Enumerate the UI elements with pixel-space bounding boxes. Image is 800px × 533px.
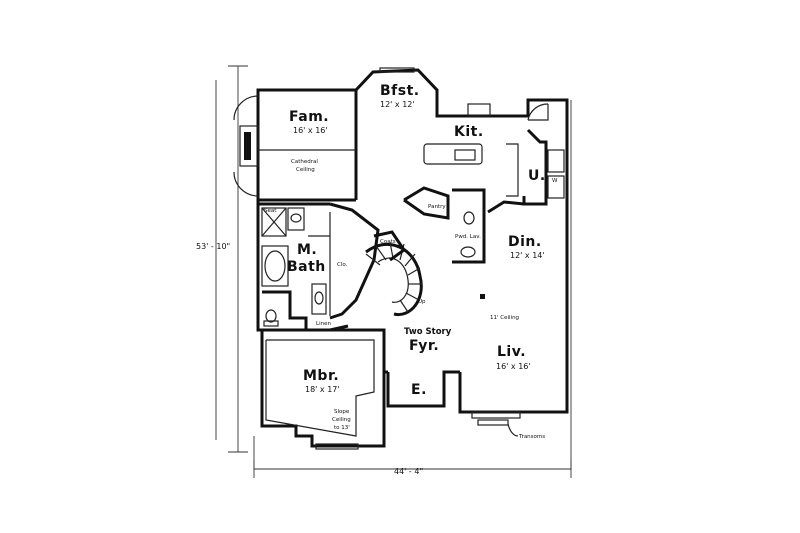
dimension-lines [215, 65, 572, 478]
breakfast-name: Bfst. [380, 83, 420, 99]
pantry-name: Pantry [428, 204, 446, 210]
family-name: Fam. [289, 109, 329, 125]
master-bath-line1: M. [297, 242, 317, 258]
cathedral-line1: Cathedral [291, 159, 318, 165]
windows [315, 67, 521, 450]
ceiling-label: 11' Ceiling [490, 315, 519, 321]
dimension-depth: 53' - 10" [196, 242, 230, 251]
master-bed-size: 18' x 17' [305, 385, 340, 394]
master-bath-line2: Bath [287, 259, 326, 275]
slope-line1: Slope [334, 409, 350, 415]
interior-walls [258, 90, 565, 437]
breakfast-size: 12' x 12' [380, 100, 415, 109]
slope-line3: to 13' [334, 425, 350, 431]
dining-size: 12' x 14' [510, 251, 545, 260]
living-size: 16' x 16' [496, 362, 531, 371]
cathedral-line2: Ceiling [296, 167, 315, 173]
linen-label: Linen [316, 321, 331, 327]
utility-name: U. [528, 168, 546, 184]
coats-label: Coats [380, 239, 396, 245]
seat-label: Seat [264, 208, 277, 214]
foyer-line1: Two Story [404, 327, 452, 337]
kitchen-name: Kit. [454, 124, 484, 140]
room-labels: Fam. 16' x 16' Cathedral Ceiling Bfst. 1… [264, 83, 558, 440]
entry-name: E. [411, 382, 427, 398]
dining-name: Din. [508, 234, 542, 250]
utility-w: W [552, 178, 558, 184]
family-size: 16' x 16' [293, 126, 328, 135]
master-bed-name: Mbr. [303, 368, 339, 384]
up-label: Up [418, 299, 426, 305]
slope-line2: Ceiling [332, 417, 351, 423]
powder-name: Pwd. Lav. [455, 234, 481, 240]
dimension-width: 44' - 4" [394, 467, 423, 476]
living-name: Liv. [497, 344, 526, 360]
closet-label: Clo. [337, 262, 348, 268]
foyer-line2: Fyr. [409, 338, 439, 354]
transoms-label: Transoms [518, 434, 545, 440]
